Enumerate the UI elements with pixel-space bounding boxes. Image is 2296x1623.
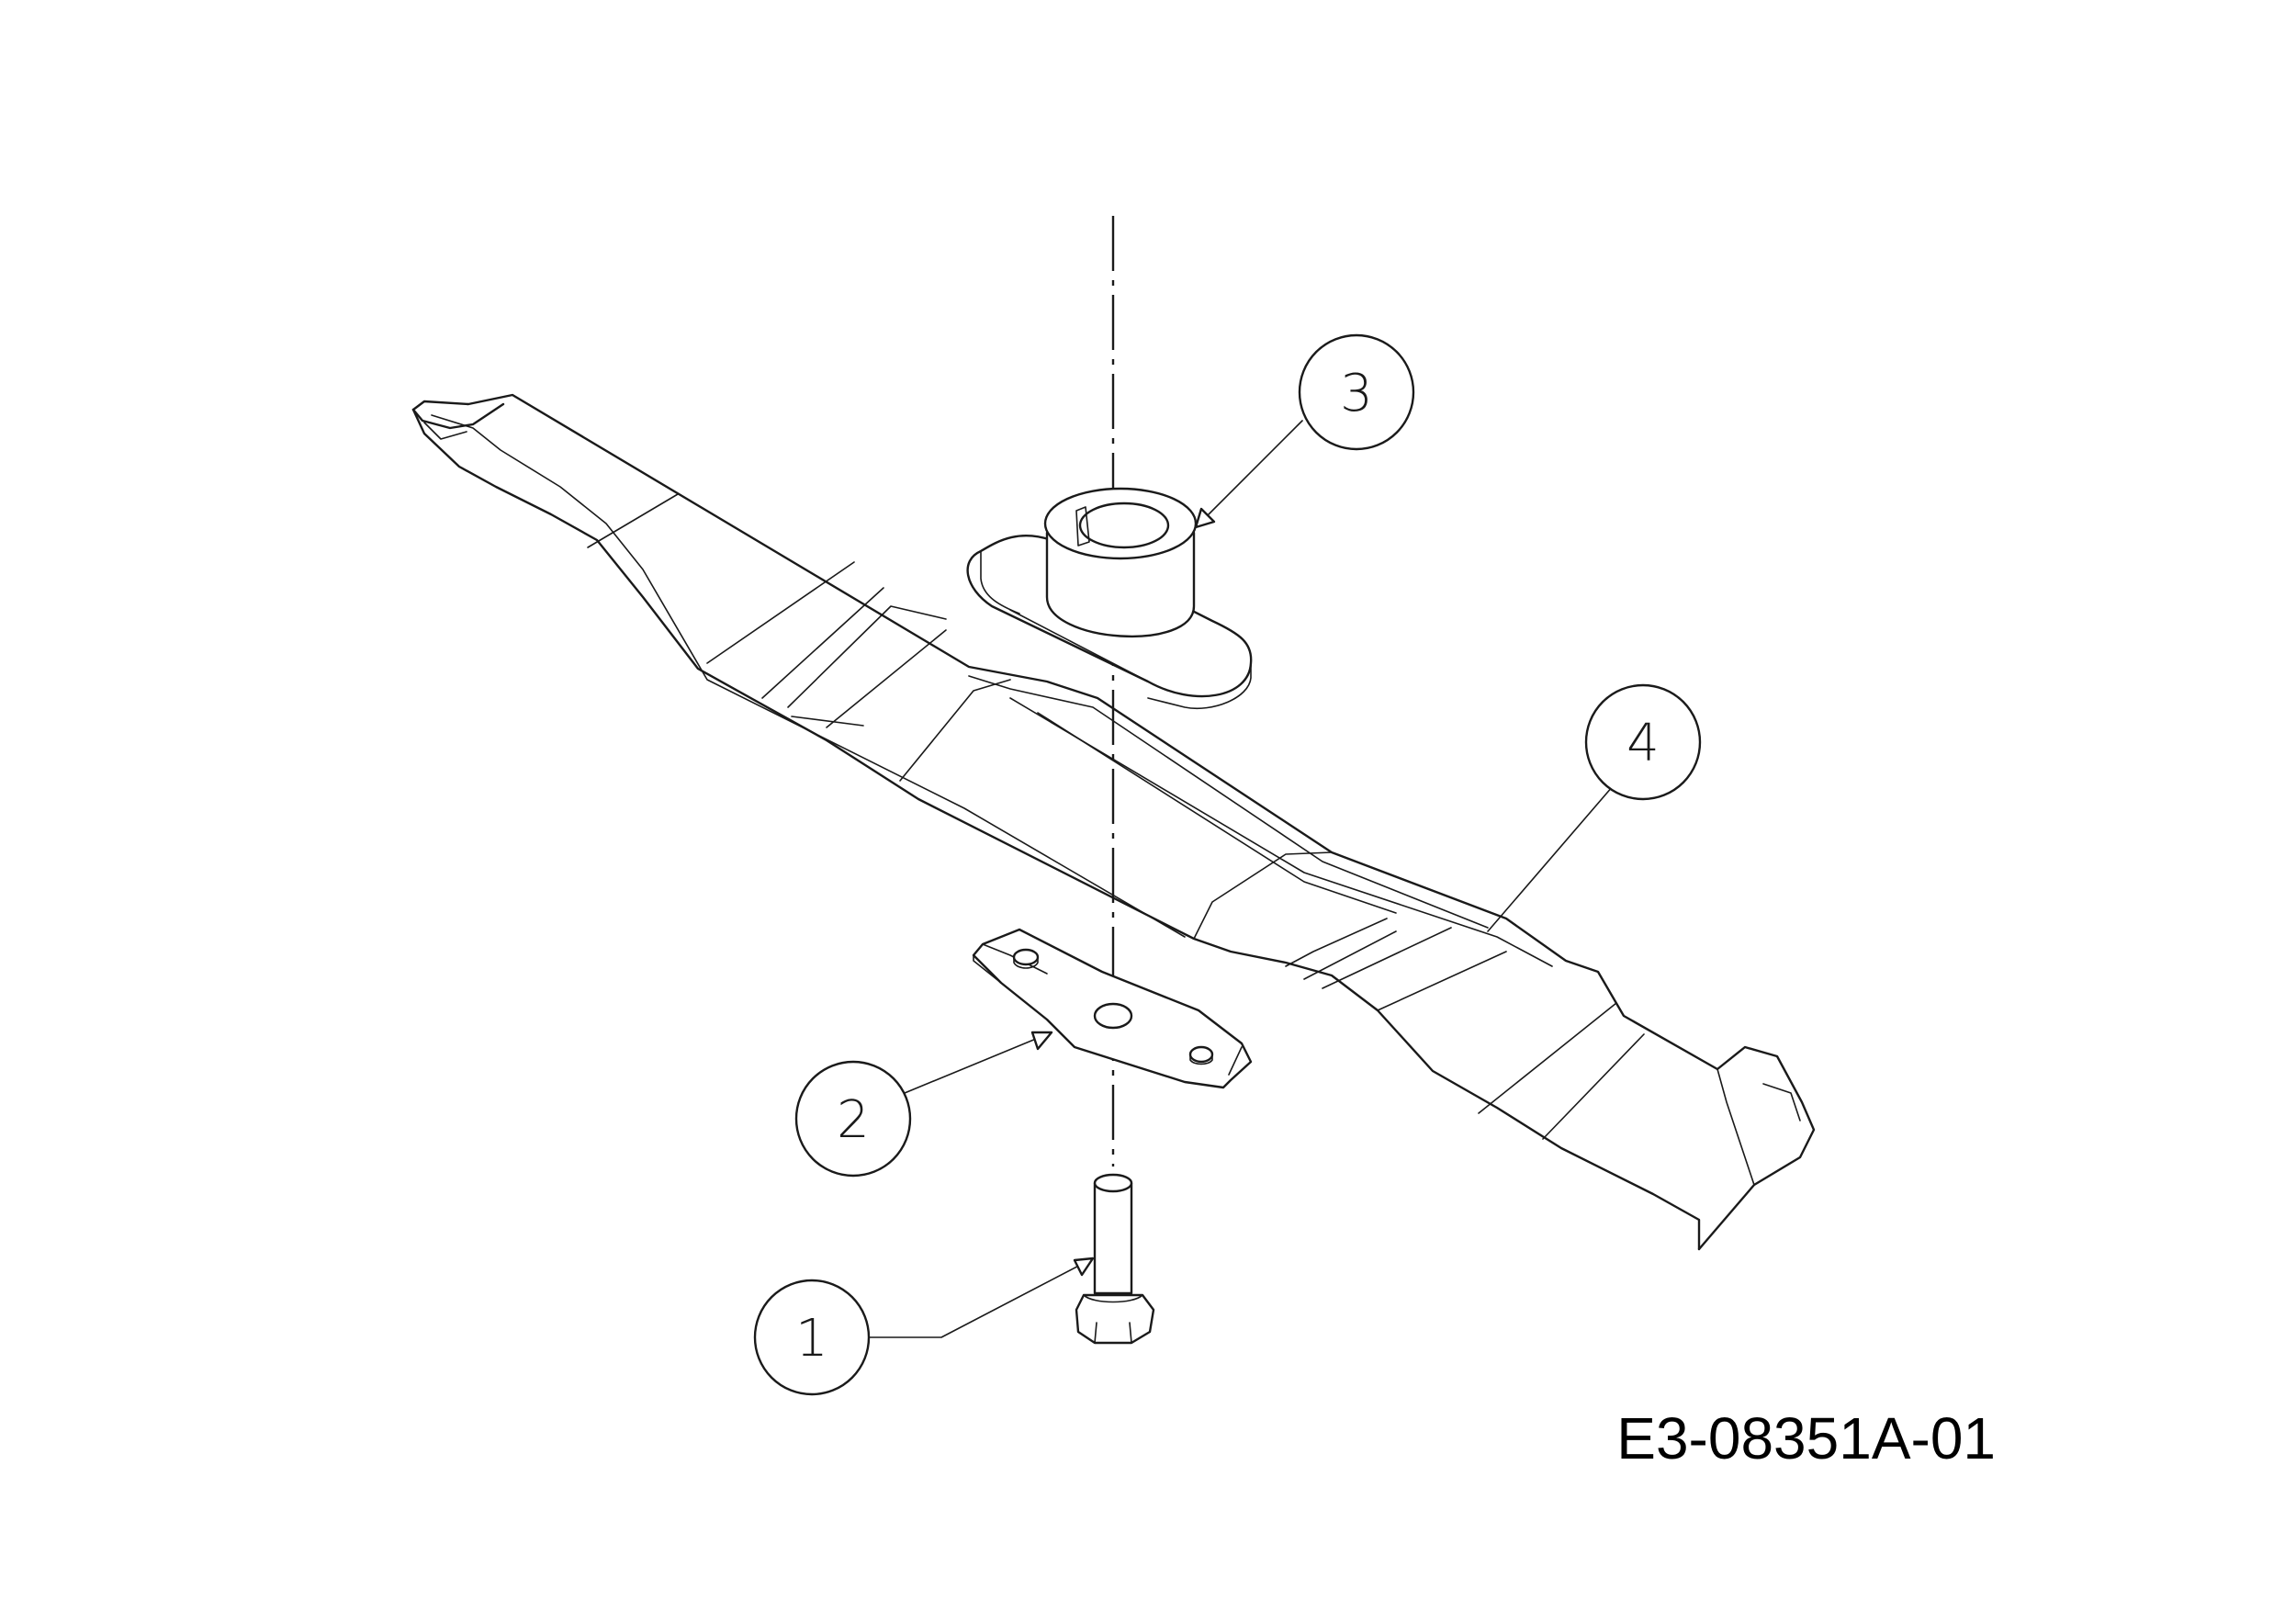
callout-3-label: 3 — [1340, 364, 1373, 423]
leader-lines — [867, 420, 1614, 1338]
callout-1: 1 — [753, 1279, 871, 1396]
callout-2-circle — [794, 1060, 912, 1178]
drawing-code: E3-08351A-01 — [1616, 1405, 1996, 1471]
bolt-drawing — [1075, 1173, 1155, 1345]
callout-1-circle — [753, 1279, 871, 1396]
callout-3-circle — [1298, 333, 1415, 451]
mower-blade-drawing — [411, 393, 1816, 1251]
callout-4: 4 — [1584, 683, 1702, 801]
adapter-plate-drawing — [972, 928, 1253, 1089]
callout-2-label: 2 — [837, 1090, 870, 1150]
callout-4-label: 4 — [1626, 714, 1660, 773]
callout-3: 3 — [1298, 333, 1415, 451]
callout-4-circle — [1584, 683, 1702, 801]
callout-2: 2 — [794, 1060, 912, 1178]
blade-hub-drawing — [966, 487, 1253, 709]
callout-1-label: 1 — [795, 1309, 828, 1369]
